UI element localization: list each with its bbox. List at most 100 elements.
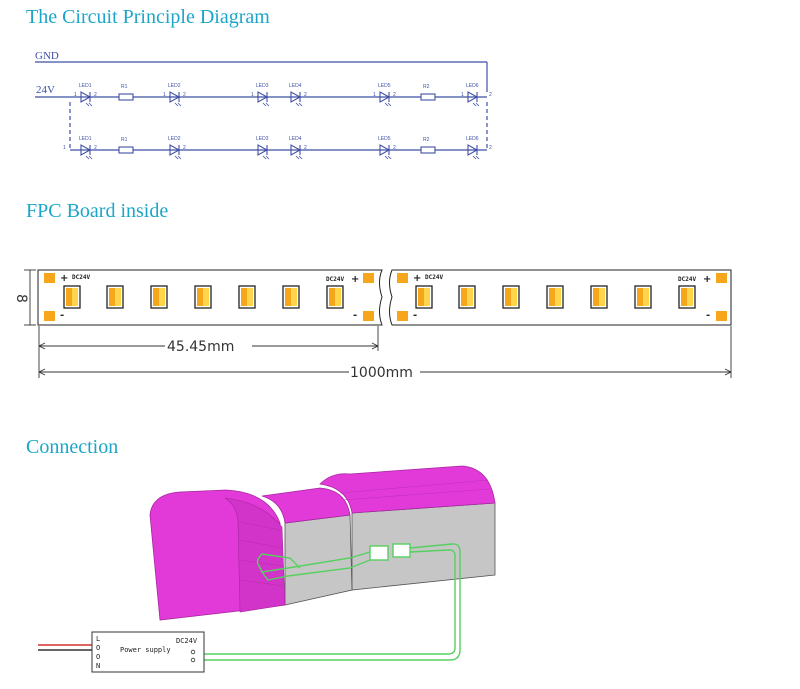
led-label: LED3 bbox=[256, 136, 269, 142]
pin-label: 2 bbox=[94, 145, 97, 151]
led-icon bbox=[80, 91, 93, 107]
solder-pad bbox=[363, 311, 374, 321]
pin-label: 2 bbox=[94, 92, 97, 98]
power-supply-label: Power supply bbox=[120, 646, 171, 654]
led-icon bbox=[290, 91, 303, 107]
output-terminal-icon bbox=[190, 649, 196, 655]
input-letter: N bbox=[96, 662, 100, 670]
led-chip bbox=[415, 285, 433, 309]
left-dc-label: DC24V bbox=[72, 274, 90, 281]
dc-jack-icon bbox=[392, 543, 411, 558]
led-chip bbox=[238, 285, 256, 309]
led-row-2: LED1 R1 LED2 LED3 LED4 LED5 R2 LED6 1 2 … bbox=[63, 136, 492, 160]
right-dc-label-seg1: DC24V bbox=[326, 276, 344, 283]
power-supply: L O O N Power supply DC24V bbox=[38, 631, 205, 673]
led-label: LED2 bbox=[168, 136, 181, 142]
pin-label: 1 bbox=[163, 92, 166, 98]
led-chip bbox=[63, 285, 81, 309]
fpc-board-drawing: 8 + DC24V - DC24V + - + DC24V - DC24V + … bbox=[13, 269, 732, 381]
led-chip bbox=[590, 285, 608, 309]
right-plus-mark: + bbox=[703, 274, 711, 285]
led-icon bbox=[169, 144, 182, 160]
left-dc-label-seg2: DC24V bbox=[425, 274, 443, 281]
led-icon bbox=[257, 91, 270, 107]
solder-pad bbox=[716, 273, 727, 283]
left-minus-mark: - bbox=[60, 310, 64, 321]
resistor-label: R1 bbox=[121, 84, 128, 90]
board-width-label: 8 bbox=[13, 294, 29, 303]
led-label: LED4 bbox=[289, 136, 302, 142]
led-label: LED1 bbox=[79, 136, 92, 142]
connection-title: Connection bbox=[26, 436, 119, 458]
resistor-label: R2 bbox=[423, 137, 430, 143]
led-icon bbox=[379, 91, 392, 107]
led-chip bbox=[150, 285, 168, 309]
led-label: LED2 bbox=[168, 83, 181, 89]
output-terminal-icon bbox=[190, 657, 196, 663]
segment-dimension-label: 45.45mm bbox=[167, 339, 234, 355]
resistor-icon bbox=[118, 146, 134, 154]
minus-mark: - bbox=[413, 310, 417, 321]
solder-pad bbox=[716, 311, 727, 321]
gnd-label: GND bbox=[35, 50, 59, 62]
led-icon bbox=[169, 91, 182, 107]
led-icon bbox=[290, 144, 303, 160]
led-chip bbox=[282, 285, 300, 309]
led-label: LED5 bbox=[378, 83, 391, 89]
pin-label: 1 bbox=[74, 92, 77, 98]
led-icon bbox=[467, 91, 480, 107]
led-chip bbox=[194, 285, 212, 309]
right-minus-mark: - bbox=[706, 310, 710, 321]
resistor-icon bbox=[118, 93, 134, 101]
solder-pad bbox=[397, 273, 408, 283]
led-label: LED1 bbox=[79, 83, 92, 89]
total-dimension-label: 1000mm bbox=[350, 365, 413, 381]
power-supply-box bbox=[91, 631, 205, 673]
dc-cable bbox=[204, 543, 461, 661]
led-label: LED6 bbox=[466, 136, 479, 142]
pin-label: 1 bbox=[373, 92, 376, 98]
input-letter: L bbox=[96, 635, 100, 643]
led-chip bbox=[678, 285, 696, 309]
pin-label: 2 bbox=[304, 145, 307, 151]
resistor-icon bbox=[420, 93, 436, 101]
resistor-label: R2 bbox=[423, 84, 430, 90]
pin-label: 2 bbox=[489, 92, 492, 98]
left-plus-mark: + bbox=[60, 273, 68, 284]
led-label: LED3 bbox=[256, 83, 269, 89]
led-icon bbox=[467, 144, 480, 160]
pin-label: 2 bbox=[304, 92, 307, 98]
led-chip bbox=[326, 285, 344, 309]
led-chip bbox=[546, 285, 564, 309]
led-chip bbox=[502, 285, 520, 309]
input-letter: O bbox=[96, 653, 100, 661]
led-icon bbox=[80, 144, 93, 160]
solder-pad bbox=[397, 311, 408, 321]
circuit-diagram-title: The Circuit Principle Diagram bbox=[26, 6, 270, 28]
plus-mark: + bbox=[351, 274, 359, 285]
pin-label: 1 bbox=[251, 92, 254, 98]
input-letter: O bbox=[96, 644, 100, 652]
led-icon bbox=[257, 144, 270, 160]
right-dc-label: DC24V bbox=[678, 276, 696, 283]
led-chip bbox=[634, 285, 652, 309]
pin-label: 1 bbox=[461, 92, 464, 98]
pin-label: 2 bbox=[183, 92, 186, 98]
led-row-1: LED1 R1 LED2 LED3 LED4 LED5 R2 LED6 1 2 … bbox=[35, 83, 492, 107]
solder-pad bbox=[44, 311, 55, 321]
pin-label: 2 bbox=[183, 145, 186, 151]
led-label: LED4 bbox=[289, 83, 302, 89]
minus-mark: - bbox=[353, 310, 357, 321]
neon-profile-left bbox=[149, 487, 353, 621]
led-label: LED6 bbox=[466, 83, 479, 89]
pin-label: 2 bbox=[393, 145, 396, 151]
solder-pad bbox=[44, 273, 55, 283]
led-label: LED5 bbox=[378, 136, 391, 142]
solder-pad bbox=[363, 273, 374, 283]
voltage-label: 24V bbox=[36, 84, 55, 96]
fpc-board-title: FPC Board inside bbox=[26, 200, 169, 222]
pin-label: 1 bbox=[63, 145, 66, 151]
led-chip bbox=[106, 285, 124, 309]
led-icon bbox=[379, 144, 392, 160]
resistor-label: R1 bbox=[121, 137, 128, 143]
